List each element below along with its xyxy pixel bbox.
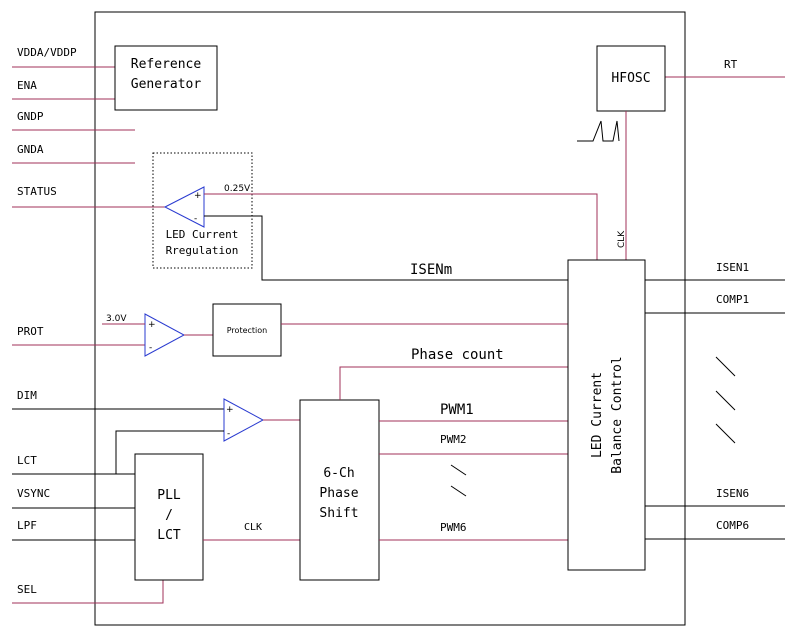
pin-vsync: VSYNC [17,487,50,500]
ellipsis-mark [450,464,467,476]
pll-lct-block [134,453,204,581]
pin-gnda: GNDA [17,143,44,156]
pin-lpf: LPF [17,519,37,532]
pin-rt: RT [724,58,738,71]
pin-comp6: COMP6 [716,519,749,532]
regulation-label: Rregulation [166,244,239,257]
pwm1-label: PWM1 [440,402,474,418]
balance-control-label: Balance Control [610,356,625,473]
ellipsis-mark [715,390,736,411]
balance-control-label: LED Current [590,372,605,458]
protection-amplifier [144,313,186,357]
clk-vertical-label: CLK [617,230,627,248]
dim-amplifier [223,398,265,442]
wire-phase-count [339,366,568,400]
phase-shift-label: Shift [319,506,358,521]
protection-label: Protection [227,326,267,335]
amp-minus-sign: - [194,214,197,224]
pin-prot: PROT [17,325,44,338]
wire-025v [204,193,598,260]
pll-label: PLL [157,488,181,503]
reference-generator-label: Reference [131,57,202,72]
amp-minus-sign: - [227,429,230,439]
reference-generator-label: Generator [131,77,202,92]
amp-plus-sign: + [148,320,156,330]
phase-shift-label: Phase [319,486,358,501]
pin-vdda: VDDA/VDDP [17,46,77,59]
ellipsis-mark [450,485,467,497]
phase-count-label: Phase count [411,347,504,363]
regulation-label: LED Current [166,228,239,241]
regulation-amplifier [163,186,205,228]
pin-dim: DIM [17,389,37,402]
pll-label: / [165,508,173,523]
pin-isen6: ISEN6 [716,487,749,500]
pin-sel: SEL [17,583,37,596]
pin-comp1: COMP1 [716,293,749,306]
wire-sel [12,580,164,604]
reference-generator-block [114,45,218,111]
clk-label: CLK [244,522,262,533]
wire-lct-to-amp [115,430,224,474]
pin-isen1: ISEN1 [716,261,749,274]
led-current-regulation-block [152,152,253,269]
sawtooth-waveform [577,120,620,142]
pwm2-label: PWM2 [440,433,467,446]
pin-status: STATUS [17,185,57,198]
balance-control-block [567,259,646,571]
protection-block [212,303,282,357]
isenm-label: ISENm [410,262,452,278]
pwm6-label: PWM6 [440,521,467,534]
v30-label: 3.0V [106,314,127,324]
phase-shift-block [299,399,380,581]
hfosc-block [596,45,666,112]
amp-plus-sign: + [226,405,234,415]
pin-ena: ENA [17,79,37,92]
ellipsis-mark [715,356,736,377]
phase-shift-label: 6-Ch [323,466,354,481]
ellipsis-mark [715,423,736,444]
pin-lct: LCT [17,454,37,467]
pin-gndp: GNDP [17,110,44,123]
amp-plus-sign: + [194,191,202,201]
amp-minus-sign: - [149,343,152,353]
v025-label: 0.25V [224,184,251,194]
pll-label: LCT [157,528,181,543]
wire-isenm [204,215,568,281]
hfosc-label: HFOSC [611,71,650,86]
